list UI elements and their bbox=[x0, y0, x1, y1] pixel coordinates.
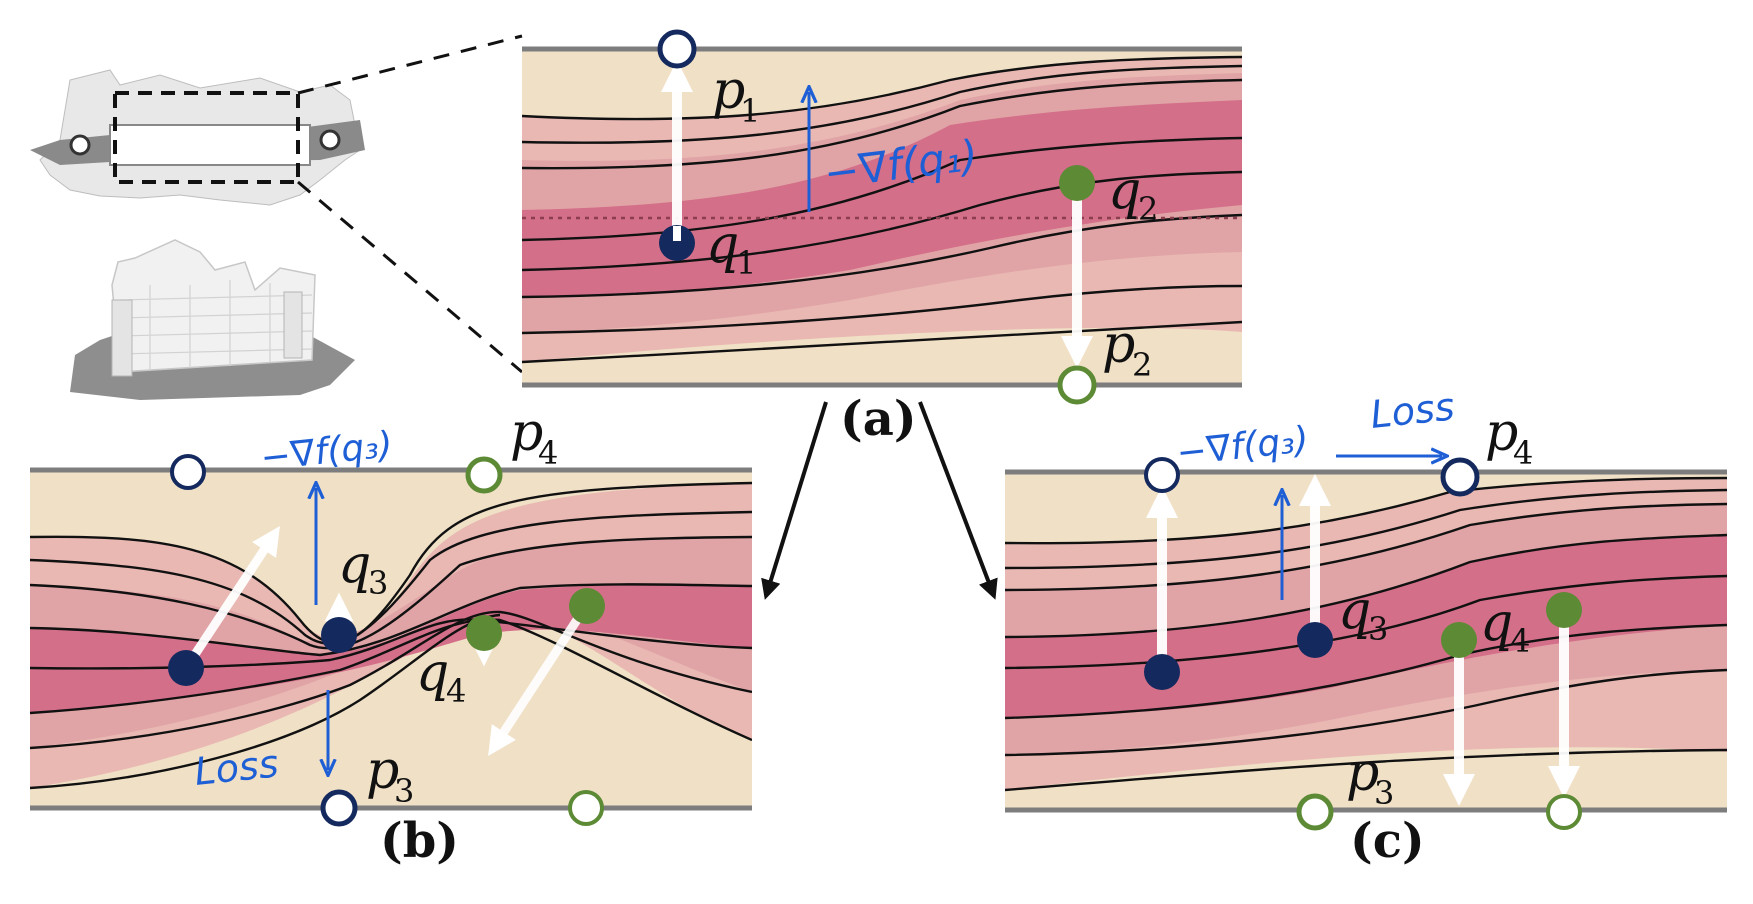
point-b-open-green-bottom bbox=[568, 790, 604, 826]
caption-a: (a) bbox=[840, 391, 917, 447]
arrow-a-to-c bbox=[918, 401, 998, 600]
label-p2-sub: 2 bbox=[1132, 346, 1152, 384]
label-q2-sub: 2 bbox=[1138, 190, 1158, 228]
label-q4-c-base: q bbox=[1480, 593, 1513, 653]
point-q1-tick bbox=[673, 226, 681, 241]
label-p2-base: p bbox=[1102, 315, 1135, 375]
point-p3-c bbox=[1296, 793, 1334, 831]
panel-a: p 1 q 1 q 2 p 2 −∇f(q₁) (a) bbox=[522, 29, 1242, 447]
panel-b-displacement-right bbox=[488, 603, 590, 757]
zoom-connector-bottom bbox=[297, 180, 523, 374]
annotation-loss-b: Loss bbox=[192, 741, 280, 794]
panel-c: p 4 q 3 q 4 p 3 −∇f(q₃) Loss (c) bbox=[1005, 384, 1727, 869]
label-q4-c-sub: 4 bbox=[1510, 622, 1530, 660]
point-p2 bbox=[1057, 365, 1097, 405]
label-p4-b-base: p bbox=[510, 403, 543, 463]
label-p3-c-base: p bbox=[1346, 743, 1379, 803]
label-q3-c-base: q bbox=[1338, 581, 1371, 641]
label-q3-b-sub: 3 bbox=[368, 564, 388, 602]
point-q3-b bbox=[321, 617, 357, 653]
panel-b-contours bbox=[30, 481, 752, 790]
point-p4-c bbox=[1440, 457, 1480, 497]
panel-a-band-deep bbox=[522, 100, 1242, 297]
label-p4-c-base: p bbox=[1485, 403, 1518, 463]
point-b-green-right bbox=[569, 588, 605, 624]
panel-b-displacement-left bbox=[182, 525, 280, 671]
point-q2 bbox=[1059, 165, 1095, 201]
caption-c: (c) bbox=[1350, 813, 1425, 869]
point-q1 bbox=[659, 225, 695, 261]
point-b-navy-left bbox=[168, 650, 204, 686]
point-c-navy-left bbox=[1144, 654, 1180, 690]
point-c-open-navy-top bbox=[1144, 457, 1180, 493]
point-b-open-navy-top bbox=[170, 454, 206, 490]
label-q3-b-base: q bbox=[338, 535, 371, 595]
wall-model-thumbnail bbox=[70, 239, 355, 400]
label-p3-b-sub: 3 bbox=[394, 772, 414, 810]
label-p1-base: p bbox=[712, 61, 745, 121]
annotation-grad-q3-c: −∇f(q₃) bbox=[1175, 419, 1311, 474]
label-p3-b-base: p bbox=[366, 741, 399, 801]
point-p1 bbox=[657, 29, 697, 69]
label-p4-c-sub: 4 bbox=[1513, 434, 1533, 472]
panel-b: p 4 q 3 q 4 p 3 −∇f(q₃) Loss (b) bbox=[30, 403, 752, 869]
caption-b: (b) bbox=[380, 813, 459, 869]
label-p1-sub: 1 bbox=[740, 92, 760, 130]
label-q4-b-base: q bbox=[416, 643, 449, 703]
point-q4-c bbox=[1441, 622, 1477, 658]
label-p4-b-sub: 4 bbox=[538, 434, 558, 472]
zoom-connector-top bbox=[297, 34, 523, 95]
arrow-a-to-b bbox=[761, 401, 828, 600]
point-c-open-green-bottom bbox=[1546, 794, 1582, 830]
panel-a-contours bbox=[522, 55, 1242, 364]
point-c-green-right bbox=[1546, 592, 1582, 628]
panel-c-band-deep bbox=[1005, 535, 1727, 718]
label-q3-c-sub: 3 bbox=[1368, 610, 1388, 648]
label-q2-base: q bbox=[1108, 161, 1141, 221]
point-q3-c bbox=[1297, 622, 1333, 658]
point-p4-b bbox=[465, 456, 503, 494]
label-q1-base: q bbox=[706, 215, 739, 275]
label-q4-b-sub: 4 bbox=[446, 672, 466, 710]
label-p3-c-sub: 3 bbox=[1374, 774, 1394, 812]
label-q1-sub: 1 bbox=[736, 244, 756, 282]
bridge-model-thumbnail bbox=[30, 69, 365, 206]
point-q4-b bbox=[466, 615, 502, 651]
point-p3-b bbox=[320, 789, 358, 827]
annotation-loss-c: Loss bbox=[1368, 384, 1456, 437]
